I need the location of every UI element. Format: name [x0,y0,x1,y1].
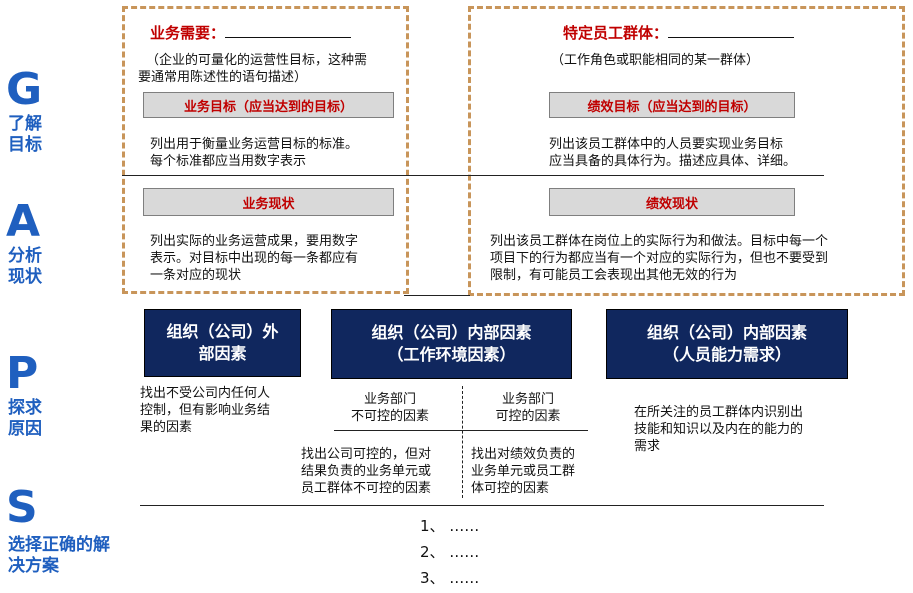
solutions-divider [140,505,824,506]
uncontrollable-text-line1: 找出公司可控的，但对 [301,447,432,462]
performance-goal-text: 列出该员工群体中的人员要实现业务目标 应当具备的具体行为。描述应具体、详细。 [549,136,849,170]
internal-env-label-line1: 组织（公司）内部因素 [371,323,532,342]
performance-goal-bar: 绩效目标（应当达到的目标） [549,92,795,118]
employee-group-blank [668,23,795,38]
label-understand-goal: 了解 目标 [8,114,42,156]
label-p-line1: 探求 [8,398,42,418]
label-a-line2: 现状 [8,267,42,287]
business-goal-text-line1: 列出用于衡量业务运营目标的标准。 [150,137,359,152]
business-goal-bar: 业务目标（应当达到的目标） [143,92,394,118]
internal-env-label-line2: （工作环境因素） [387,345,516,364]
solution-item-1: 1、 …… [420,517,480,535]
controllable-column-header: 业务部门 可控的因素 [468,391,588,425]
label-explore-cause: 探求 原因 [8,398,42,440]
letter-g: G [6,64,43,115]
ability-text-line3: 需求 [634,439,661,454]
internal-ability-label-line1: 组织（公司）内部因素 [646,323,807,342]
controllable-text-line3: 体可控的因素 [471,481,550,496]
performance-status-bar: 绩效现状 [549,188,795,216]
uncontrollable-text-line3: 员工群体不可控的因素 [301,481,432,496]
external-text-line1: 找出不受公司内任何人 [140,386,271,401]
uncontrollable-header-line1: 业务部门 [363,392,416,407]
controllable-text-line2: 业务单元或员工群 [471,464,576,479]
solution-item-2: 2、 …… [420,543,480,561]
internal-env-factors-box: 组织（公司）内部因素 （工作环境因素） [331,309,572,379]
business-need-desc-line2: 要通常用陈述性的语句描述） [138,70,308,85]
label-g-line2: 目标 [8,135,42,155]
ability-text-line2: 技能和知识以及内在的能力的 [634,422,804,437]
employee-group-title-text: 特定员工群体： [563,24,669,42]
external-factors-label-line2: 部因素 [198,344,247,363]
internal-ability-factors-box: 组织（公司）内部因素 （人员能力需求） [606,309,848,379]
controllable-header-line2: 可控的因素 [495,409,561,424]
letter-s: S [6,482,38,533]
divider-goal-status [122,175,824,176]
internal-env-divider [334,430,588,431]
business-status-text: 列出实际的业务运营成果，要用数字 表示。对目标中出现的每一条都应有 一条对应的现… [150,233,400,284]
performance-goal-text-line1: 列出该员工群体中的人员要实现业务目标 [549,137,784,152]
business-status-bar: 业务现状 [143,188,394,216]
label-select-solution: 选择正确的解 决方案 [8,535,110,577]
ability-text-line1: 在所关注的员工群体内识别出 [634,405,804,420]
external-factors-text: 找出不受公司内任何人 控制，但有影响业务结 果的因素 [140,385,310,436]
internal-env-column-separator [462,386,463,498]
uncontrollable-text-line2: 结果负责的业务单元或 [301,464,432,479]
internal-ability-text: 在所关注的员工群体内识别出 技能和知识以及内在的能力的 需求 [634,404,844,455]
solutions-list: 1、 …… 2、 …… 3、 …… [420,515,479,589]
business-need-blank [225,23,352,38]
controllable-factors-text: 找出对绩效负责的 业务单元或员工群 体可控的因素 [471,446,601,497]
controllable-header-line1: 业务部门 [501,392,554,407]
business-need-title-text: 业务需要： [150,24,226,42]
external-factors-label-line1: 组织（公司）外 [166,322,279,341]
uncontrollable-column-header: 业务部门 不可控的因素 [330,391,450,425]
label-p-line2: 原因 [8,419,42,439]
business-need-panel [122,6,409,294]
solution-item-3: 3、 …… [420,569,480,587]
label-analyze-status: 分析 现状 [8,246,42,288]
internal-ability-label-line2: （人员能力需求） [662,345,791,364]
business-goal-text-line2: 每个标准都应当用数字表示 [150,154,307,169]
uncontrollable-factors-text: 找出公司可控的，但对 结果负责的业务单元或 员工群体不可控的因素 [301,446,461,497]
business-need-desc-line1: （企业的可量化的运营性目标，这种需 [146,53,368,68]
label-a-line1: 分析 [8,246,42,266]
divider-bottom-mid [404,295,470,296]
business-need-desc: （企业的可量化的运营性目标，这种需 要通常用陈述性的语句描述） [138,52,400,86]
performance-status-text: 列出该员工群体在岗位上的实际行为和做法。目标中每一个 项目下的行为都应当有一个对… [490,233,890,284]
label-s-line1: 选择正确的解 [8,535,110,555]
employee-group-panel [468,6,905,296]
business-status-text-line2: 表示。对目标中出现的每一条都应有 [150,251,359,266]
letter-p: P [6,348,39,399]
external-factors-box: 组织（公司）外 部因素 [144,309,301,377]
controllable-text-line1: 找出对绩效负责的 [471,447,576,462]
performance-status-text-line1: 列出该员工群体在岗位上的实际行为和做法。目标中每一个 [490,234,829,249]
business-goal-text: 列出用于衡量业务运营目标的标准。 每个标准都应当用数字表示 [150,136,400,170]
label-g-line1: 了解 [8,114,42,134]
business-status-text-line1: 列出实际的业务运营成果，要用数字 [150,234,359,249]
business-need-title: 业务需要： [150,22,352,43]
letter-a: A [6,196,41,247]
label-s-line2: 决方案 [8,556,59,576]
business-status-text-line3: 一条对应的现状 [150,268,242,283]
employee-group-desc: （工作角色或职能相同的某一群体） [551,53,760,68]
external-text-line2: 控制，但有影响业务结 [140,403,271,418]
performance-status-text-line2: 项目下的行为都应当有一个对应的实际行为，但也不要受到 [490,251,829,266]
performance-goal-text-line2: 应当具备的具体行为。描述应具体、详细。 [549,154,797,169]
performance-status-text-line3: 限制，有可能员工会表现出其他无效的行为 [490,268,738,283]
employee-group-title: 特定员工群体： [563,22,795,43]
external-text-line3: 果的因素 [140,420,193,435]
uncontrollable-header-line2: 不可控的因素 [350,409,429,424]
